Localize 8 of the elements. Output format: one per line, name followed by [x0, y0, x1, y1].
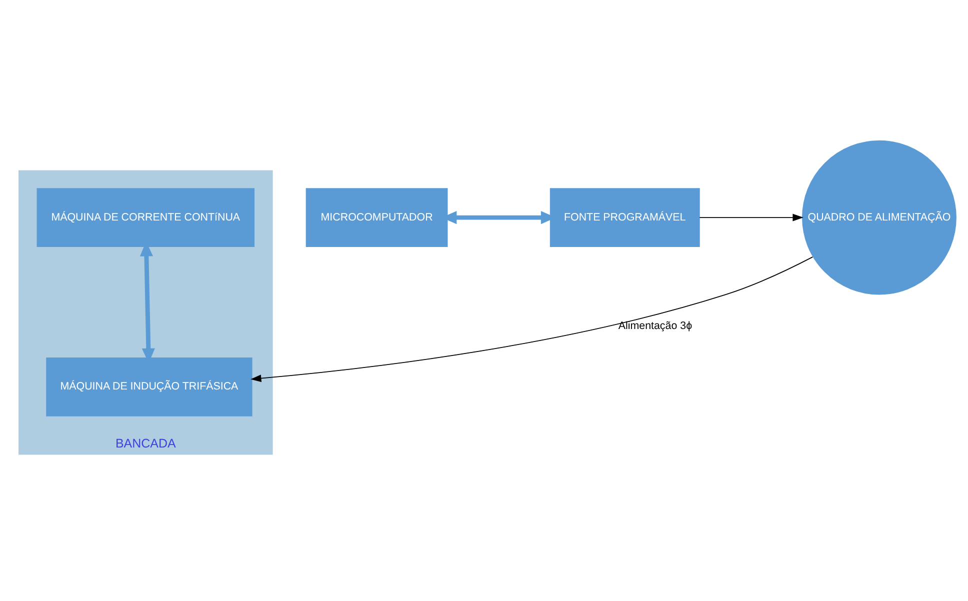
node-circle: QUADRO DE ALIMENTAÇÃO [802, 140, 956, 294]
arrow [250, 256, 814, 382]
arrow [699, 213, 804, 221]
node-box: FONTE PROGRAMÁVEL [550, 188, 700, 246]
edge-label: Alimentação 3ϕ [618, 319, 692, 332]
node-box: MICROCOMPUTADOR [306, 188, 448, 246]
node-box: MÁQUINA DE CORRENTE CONTíNUA [36, 188, 255, 246]
node-box: MÁQUINA DE INDUÇÃO TRIFÁSICA [46, 356, 252, 416]
